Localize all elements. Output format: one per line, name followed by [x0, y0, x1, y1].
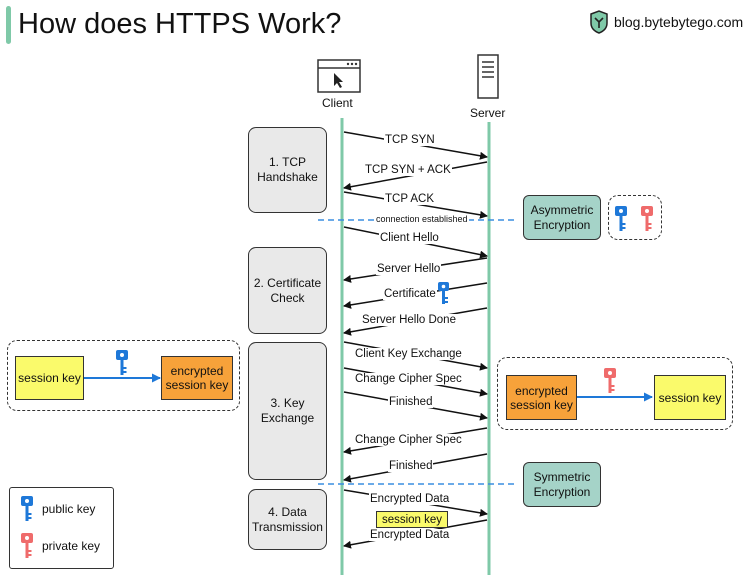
server-session-key: session key — [654, 375, 726, 420]
client-encrypted-session-key: encrypted session key — [161, 356, 233, 400]
msg-finished-2: Finished — [388, 460, 434, 472]
private-key-icon — [641, 206, 653, 231]
msg-server-hello: Server Hello — [376, 263, 442, 275]
msg-change-cipher-spec-1: Change Cipher Spec — [354, 373, 463, 385]
server-decryption-box — [497, 357, 733, 430]
msg-client-key-exchange: Client Key Exchange — [354, 348, 463, 360]
msg-finished-1: Finished — [388, 396, 434, 408]
msg-tcp-syn: TCP SYN — [384, 134, 436, 146]
client-public-key-icon — [116, 350, 128, 375]
client-label: Client — [322, 96, 353, 110]
public-key-icon — [615, 206, 627, 231]
msg-connection-established: connection established — [375, 214, 469, 224]
client-window-icon — [317, 59, 361, 93]
msg-change-cipher-spec-2: Change Cipher Spec — [354, 434, 463, 446]
legend-box — [9, 487, 114, 569]
msg-encrypted-data-1: Encrypted Data — [369, 493, 451, 505]
server-encrypted-session-key: encrypted session key — [506, 375, 577, 420]
msg-client-hello: Client Hello — [379, 232, 440, 244]
phase-key-exchange: 3. Key Exchange — [248, 342, 327, 480]
phase-certificate-check: 2. Certificate Check — [248, 247, 327, 334]
client-session-key: session key — [15, 356, 84, 400]
title-accent-bar — [6, 6, 11, 44]
page-title: How does HTTPS Work? — [18, 8, 342, 40]
msg-tcp-syn-ack: TCP SYN + ACK — [364, 164, 452, 176]
asymmetric-encryption-box: Asymmetric Encryption — [523, 195, 601, 240]
phase-tcp-handshake: 1. TCP Handshake — [248, 127, 327, 213]
session-key-tag: session key — [376, 511, 448, 528]
phase-data-transmission: 4. Data Transmission — [248, 489, 327, 550]
server-private-key-icon — [604, 368, 616, 393]
msg-tcp-ack: TCP ACK — [384, 193, 435, 205]
server-label: Server — [470, 106, 506, 120]
legend-public-key-icon — [21, 496, 33, 521]
key-pair-box — [608, 195, 662, 240]
legend-private-key-label: private key — [42, 539, 101, 553]
client-encryption-box — [7, 340, 240, 411]
msg-server-hello-done: Server Hello Done — [361, 314, 457, 326]
msg-encrypted-data-2: Encrypted Data — [369, 529, 451, 541]
legend-public-key-label: public key — [42, 502, 96, 516]
symmetric-encryption-box: Symmetric Encryption — [523, 462, 601, 507]
certificate-public-key-icon — [438, 282, 449, 304]
server-icon — [477, 54, 499, 99]
legend-private-key-icon — [21, 533, 33, 558]
brand-url: blog.bytebytego.com — [614, 14, 744, 30]
bytebytego-logo-icon — [590, 10, 608, 34]
brand[interactable]: blog.bytebytego.com — [588, 10, 743, 34]
msg-certificate: Certificate — [383, 288, 437, 300]
